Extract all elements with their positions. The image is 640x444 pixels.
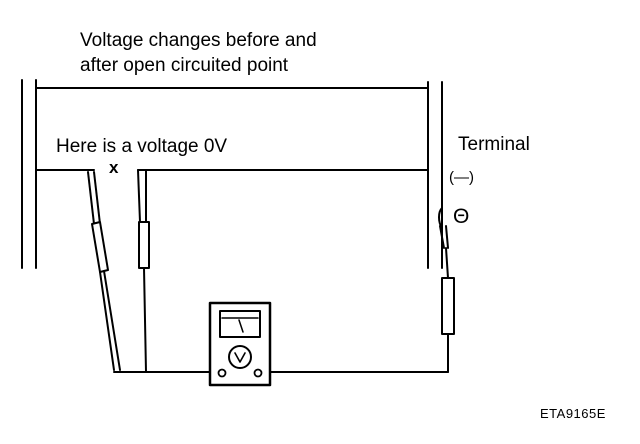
figure-code: ETA9165E bbox=[540, 406, 606, 421]
meter-jack-right bbox=[253, 368, 263, 378]
voltage-label: Here is a voltage 0V bbox=[56, 136, 228, 157]
terminal-polarity: (—) bbox=[449, 169, 474, 186]
probe-middle bbox=[137, 169, 150, 373]
title-line-2: after open circuited point bbox=[80, 55, 289, 76]
title-line-1: Voltage changes before and bbox=[80, 30, 317, 51]
negative-terminal-icon: Θ bbox=[453, 205, 470, 228]
meter-jack-left bbox=[217, 368, 227, 378]
right-rail bbox=[427, 81, 443, 269]
open-circuit-x-icon: x bbox=[109, 158, 119, 177]
terminal-label: Terminal bbox=[458, 134, 530, 155]
left-rail bbox=[21, 79, 37, 269]
probe-left bbox=[87, 171, 121, 371]
dial-v-icon bbox=[228, 345, 252, 369]
voltmeter-icon bbox=[208, 301, 272, 387]
probe-terminal bbox=[438, 207, 455, 373]
